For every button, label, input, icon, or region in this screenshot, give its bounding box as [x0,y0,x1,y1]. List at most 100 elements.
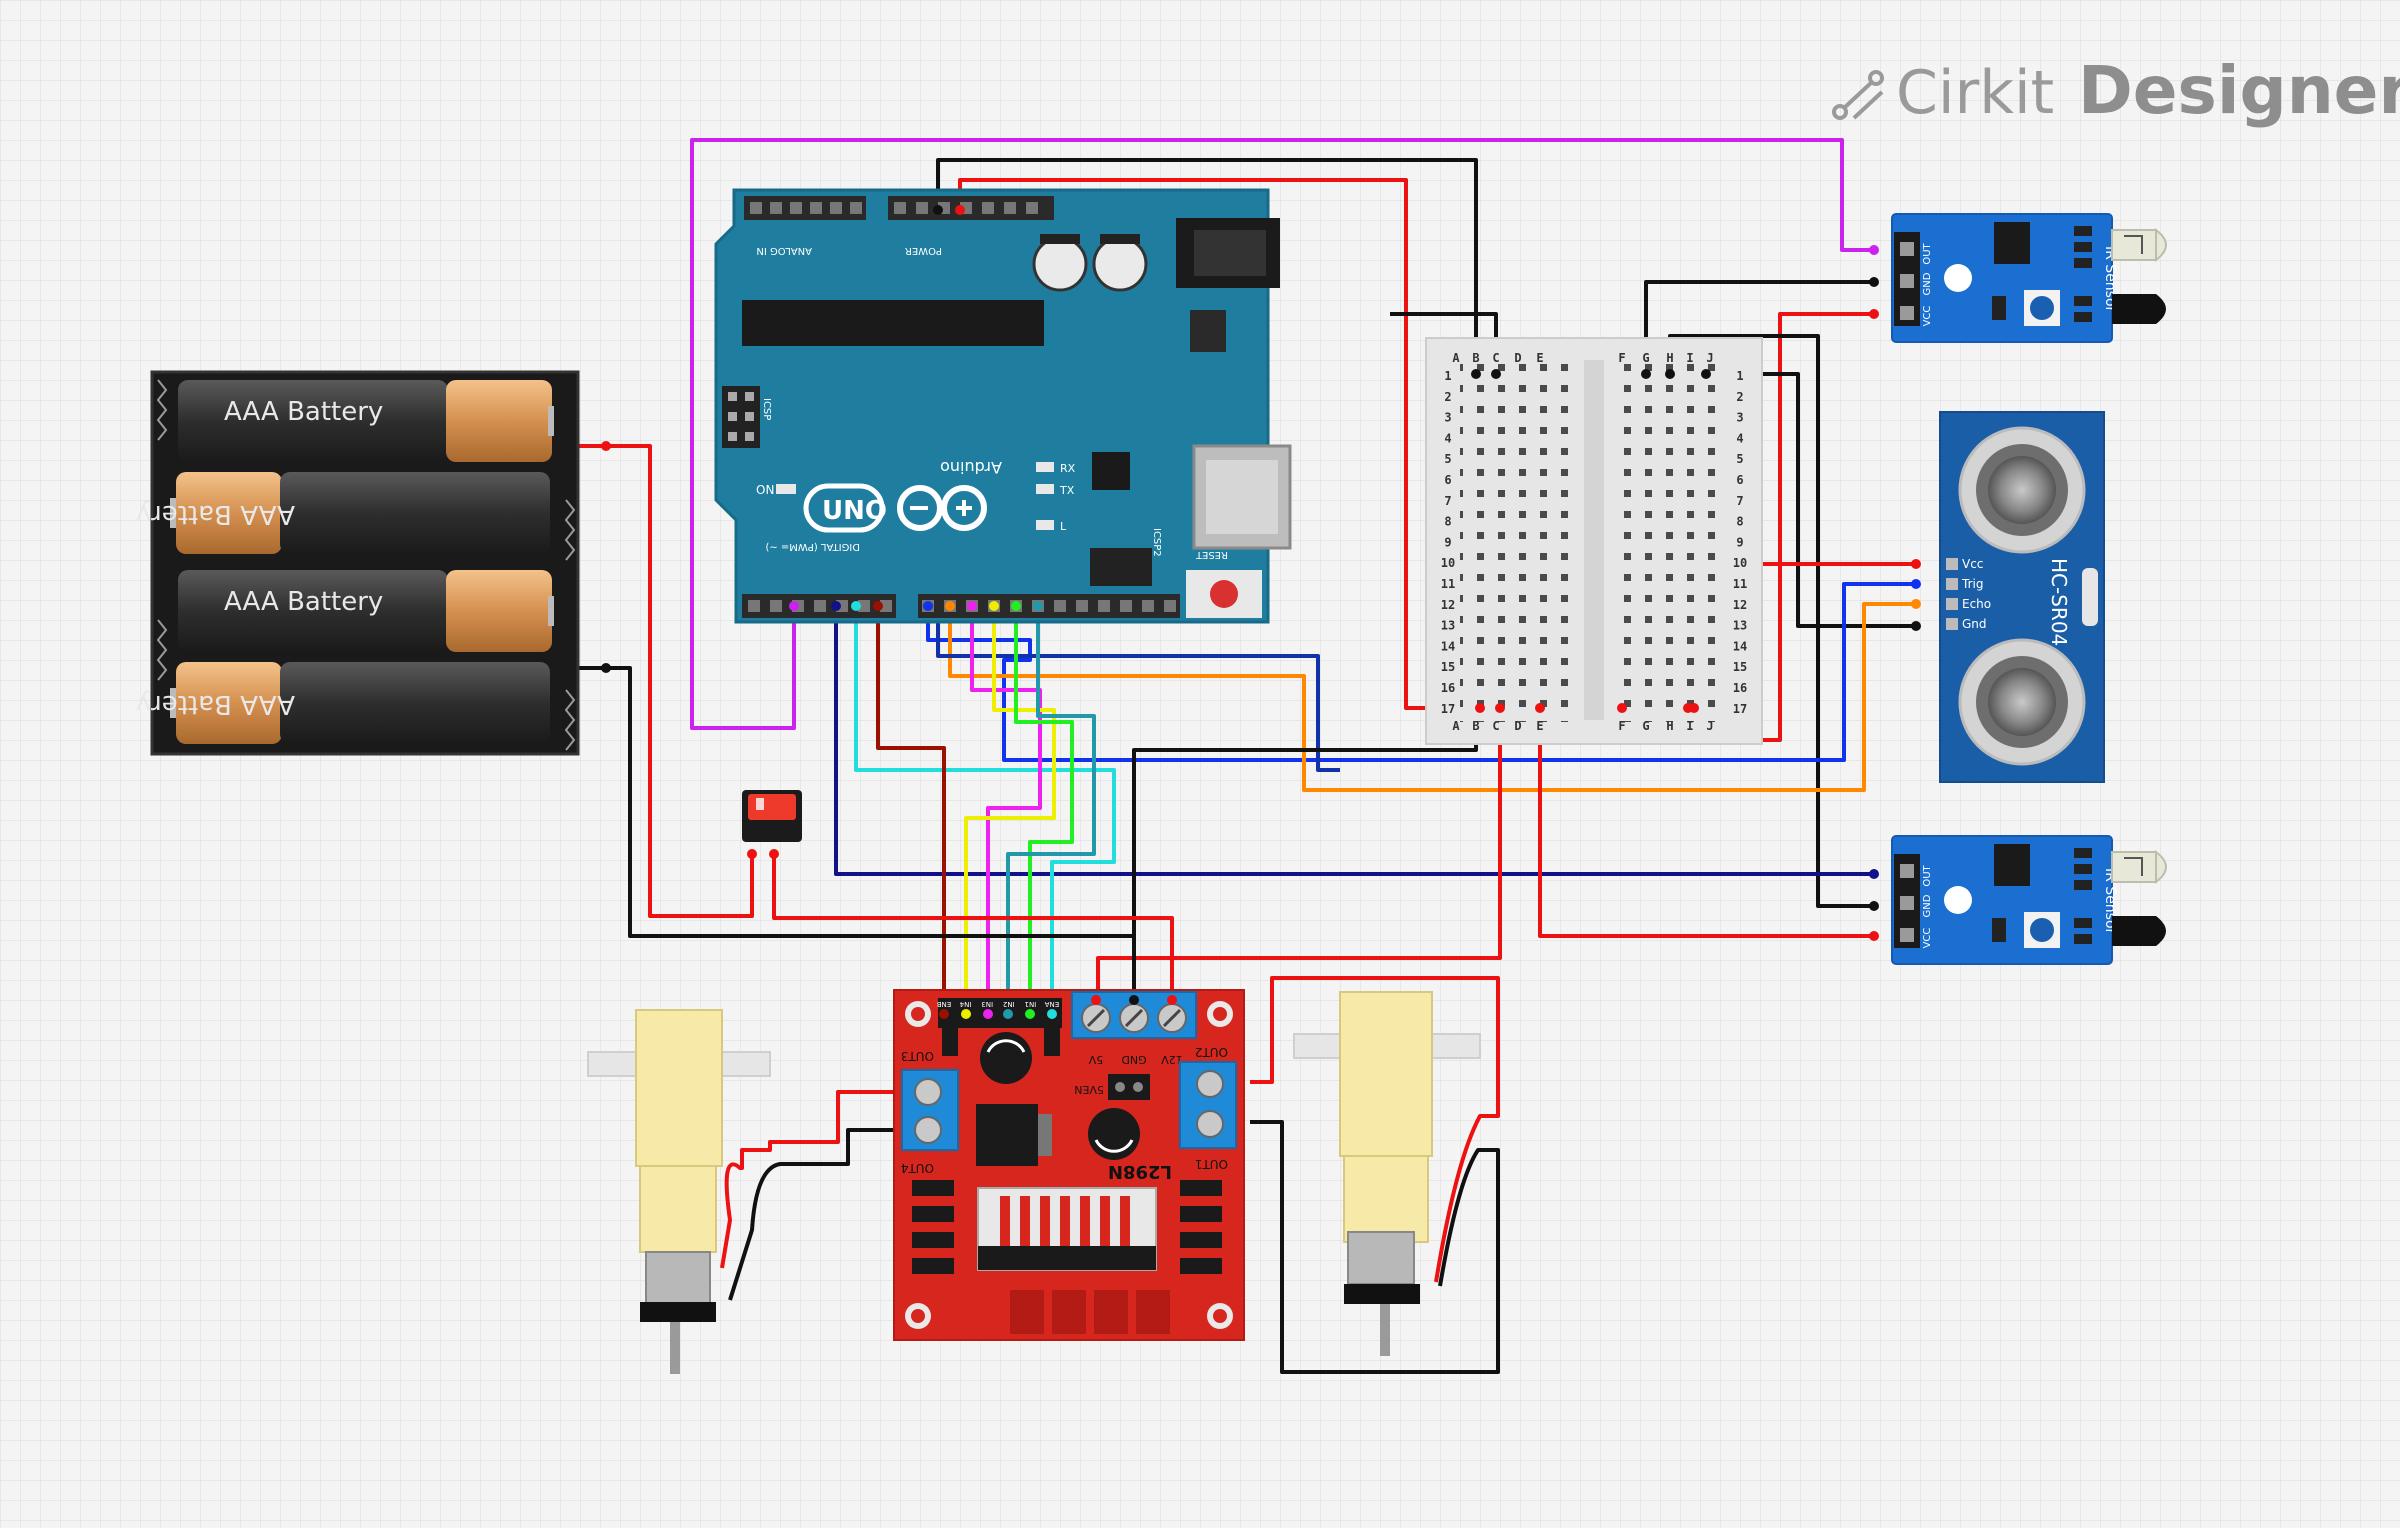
ir-receiver-icon [2112,916,2166,946]
icsp2-label: ICSP2 [1151,528,1162,557]
driver-power-label: GND [1121,1053,1146,1066]
breadboard-column-label: A [1452,719,1460,733]
wire-teal[interactable] [1006,606,1096,1000]
breadboard-row-label: 3 [1444,411,1451,425]
breadboard-column-label: J [1706,719,1713,733]
breadboard-row-label: 2 [1444,390,1451,404]
breadboard-column-label: E [1536,351,1543,365]
ir-emitter-icon [2111,227,2167,263]
breadboard-column-label: E [1536,719,1543,733]
breadboard-row-label: 14 [1733,639,1747,653]
wire-red-switch[interactable] [772,852,1174,1000]
uno-label: UNO [822,496,887,526]
battery-cell-label: AAA Battery [136,689,295,719]
wire-cyan[interactable] [854,606,1116,1000]
driver-control-pin-label: ENB [937,1000,952,1008]
switch-pin[interactable] [769,849,779,859]
wire-darkred[interactable] [876,606,946,1000]
breadboard-row-label: 12 [1441,598,1455,612]
breadboard-column-label: G [1642,351,1649,365]
wire-motor-right-red[interactable] [1250,976,1500,1283]
out4-label: OUT4 [901,1161,934,1175]
ir-sensor-top[interactable]: OUT GND VCC IR Sensor [1869,213,2167,343]
hc-sr04-sensor[interactable]: HC-SR04 Vcc Trig Echo Gnd [1911,411,2105,783]
crystal [2082,568,2098,626]
breadboard-row-label: 8 [1736,515,1743,529]
breadboard-row-label: 13 [1441,619,1455,633]
breadboard-row-label: 13 [1733,619,1747,633]
reset-label: RESET [1195,549,1228,560]
breadboard-row-label: 15 [1733,660,1747,674]
5ven-jumper[interactable] [1108,1074,1150,1100]
icsp-label: ICSP [761,398,772,420]
capacitor [1032,236,1088,292]
breadboard-column-label: D [1514,351,1521,365]
breadboard-row-label: 14 [1441,639,1455,653]
battery-negative-terminal[interactable] [601,663,611,673]
l298n-title: L298N [1108,1161,1172,1182]
rocker-switch[interactable] [742,790,802,859]
brand-name-light: Cirkit [1896,58,2054,128]
driver-power-label: 5V [1088,1053,1103,1066]
wire-red-battery[interactable] [578,444,754,918]
breadboard-row-label: 5 [1736,452,1743,466]
analog-header [744,196,866,220]
wire-green[interactable] [1014,606,1074,1000]
ir-chip [1994,222,2030,264]
wire-black-gnd[interactable] [936,158,1478,374]
battery-pack[interactable]: AAA Battery AAA Battery AAA Battery AAA … [136,370,611,756]
arduino-uno[interactable]: ANALOG IN POWER ICSP UNO Arduino [714,188,1292,624]
wire-motor-right-black[interactable] [1250,1120,1500,1374]
ir-sensor-bottom[interactable]: OUT GND VCC IR Sensor [1869,835,2167,965]
digital-label: DIGITAL (PWM= ~) [765,541,860,552]
breadboard-row-label: 15 [1441,660,1455,674]
driver-control-pin-label: IN2 [1003,1000,1015,1008]
ir-pin-label: OUT [1922,242,1933,264]
out2-label: OUT2 [1195,1045,1228,1059]
breadboard-column-label: D [1514,719,1521,733]
battery-cell: AAA Battery [178,380,554,462]
breadboard-row-label: 4 [1444,431,1451,445]
breadboard-row-label: 11 [1733,577,1747,591]
infinity-icon [897,485,987,531]
driver-control-pin-label: ENA [1045,1000,1060,1008]
switch-pin[interactable] [747,849,757,859]
dc-motor-left[interactable] [587,1009,771,1374]
ir-pin-label: OUT [1922,864,1933,886]
breadboard-row-label: 16 [1733,681,1747,695]
wire-purple[interactable] [690,138,1874,730]
breadboard-column-label: I [1686,719,1693,733]
breadboard-column-label: H [1666,351,1673,365]
breadboard-column-label: C [1492,351,1499,365]
wire-motor-left-black[interactable] [728,1128,910,1301]
wire-red-driver[interactable] [1096,708,1502,1000]
battery-cell-label: AAA Battery [224,587,383,617]
arduino-logo: UNO Arduino [803,458,1002,533]
breadboard-holes-left [1460,364,1570,722]
wire-navy[interactable] [834,606,1874,876]
wire-red-ir2-vcc[interactable] [1538,708,1874,938]
battery-cell-label: AAA Battery [136,499,295,529]
wire-motor-left-red[interactable] [720,1090,910,1269]
brand-logo: Cirkit Designer [1832,52,2400,129]
wire-navy-2[interactable] [936,606,1340,772]
power-label: POWER [905,245,942,256]
rx-label: RX [1060,462,1076,475]
wire-magenta[interactable] [970,606,1042,1000]
breadboard-row-label: 4 [1736,431,1743,445]
5ven-label: 5VEN [1074,1083,1104,1096]
wire-blue[interactable] [926,582,1916,762]
wire-yellow[interactable] [964,606,1056,1000]
wire-orange[interactable] [948,602,1916,792]
breadboard-column-label: J [1706,351,1713,365]
breadboard-row-label: 5 [1444,452,1451,466]
wire-black-battery[interactable] [578,666,1136,1000]
cirkit-logo-icon [1832,70,1884,120]
ir-chip [1994,844,2030,886]
battery-positive-terminal[interactable] [601,441,611,451]
icsp-header [722,386,760,448]
dc-motor-right[interactable] [1293,991,1481,1356]
ir-led [1944,886,1972,914]
